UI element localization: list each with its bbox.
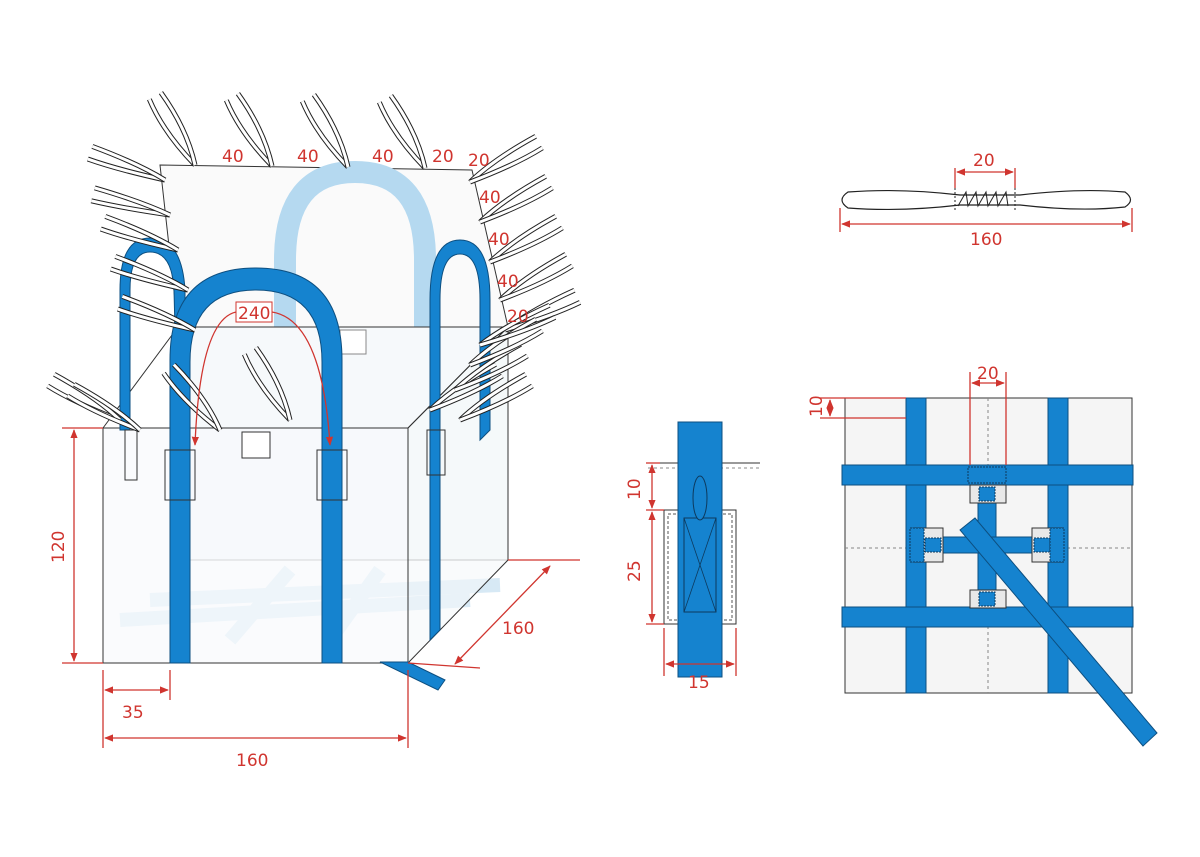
loop-patches — [124, 429, 446, 501]
tie-string — [91, 145, 166, 182]
bottom-view: 20 10 — [807, 364, 1158, 747]
svg-text:120: 120 — [49, 531, 69, 563]
loop-strap — [677, 421, 723, 678]
tie-string — [300, 100, 350, 169]
svg-text:20: 20 — [432, 147, 454, 167]
tie-string — [117, 307, 196, 332]
tie-string — [312, 93, 350, 168]
bag-front-face — [102, 427, 409, 664]
back-loop — [274, 160, 436, 400]
svg-text:35: 35 — [122, 703, 144, 723]
tie-string — [224, 99, 274, 168]
tie-string — [94, 186, 171, 217]
tie-string — [479, 186, 554, 224]
tie-string — [499, 264, 574, 302]
tie-string — [100, 227, 179, 252]
svg-text:40: 40 — [479, 188, 501, 208]
bag-dimensions: 40 40 40 20 20 40 40 40 20 240 120 35 16… — [49, 147, 580, 771]
tie-string — [504, 301, 581, 332]
tie-string — [104, 215, 179, 252]
tie-string — [459, 384, 534, 422]
label-patch — [339, 329, 367, 355]
svg-text:160: 160 — [970, 230, 1002, 250]
discharge-strap — [379, 661, 446, 691]
tie-strings — [46, 91, 582, 433]
tie-string — [454, 354, 529, 392]
tie-string — [469, 329, 544, 367]
tie-string — [236, 92, 274, 167]
tie-string — [469, 146, 544, 184]
svg-text:40: 40 — [497, 272, 519, 292]
tie-string — [242, 353, 292, 422]
stitching — [957, 190, 1009, 208]
svg-text:15: 15 — [688, 673, 710, 693]
tie-string — [479, 316, 556, 347]
loop-attachment-detail: 10 25 15 — [625, 421, 760, 693]
tie-string — [159, 91, 197, 166]
svg-text:25: 25 — [625, 560, 645, 582]
svg-text:10: 10 — [807, 395, 827, 417]
tie-string — [489, 226, 564, 264]
tie-string — [121, 295, 196, 332]
svg-text:160: 160 — [236, 751, 268, 771]
tie-string — [172, 363, 222, 431]
tie-string — [254, 346, 292, 421]
tie-string — [429, 374, 504, 412]
svg-text:40: 40 — [372, 147, 394, 167]
svg-text:40: 40 — [488, 230, 510, 250]
strap-horizontal-bottom — [841, 606, 1134, 628]
svg-text:20: 20 — [468, 151, 490, 171]
tie-string — [114, 255, 189, 292]
tie-string — [147, 98, 197, 167]
bag-perspective-view: 40 40 40 20 20 40 40 40 20 240 120 35 16… — [46, 91, 582, 771]
svg-text:20: 20 — [973, 151, 995, 171]
tie-string — [73, 383, 142, 432]
svg-text:40: 40 — [297, 147, 319, 167]
right-loop — [429, 239, 491, 642]
front-loop — [169, 267, 343, 664]
svg-text:20: 20 — [507, 307, 529, 327]
tie-string — [110, 267, 189, 292]
tie-string — [53, 373, 122, 422]
tie-string — [87, 157, 166, 182]
tie-string — [377, 101, 427, 170]
tie-string — [162, 372, 221, 432]
svg-text:160: 160 — [502, 619, 534, 639]
discharge-strap-bottom — [959, 517, 1158, 747]
tie-string — [389, 94, 427, 169]
svg-text:10: 10 — [625, 478, 645, 500]
svg-text:20: 20 — [977, 364, 999, 384]
tie-string — [841, 189, 1132, 211]
svg-text:40: 40 — [222, 147, 244, 167]
label-patch — [241, 431, 271, 459]
svg-text:240: 240 — [238, 304, 270, 324]
tie-string — [66, 394, 141, 432]
tie-detail-view: 20 160 — [839, 151, 1133, 250]
